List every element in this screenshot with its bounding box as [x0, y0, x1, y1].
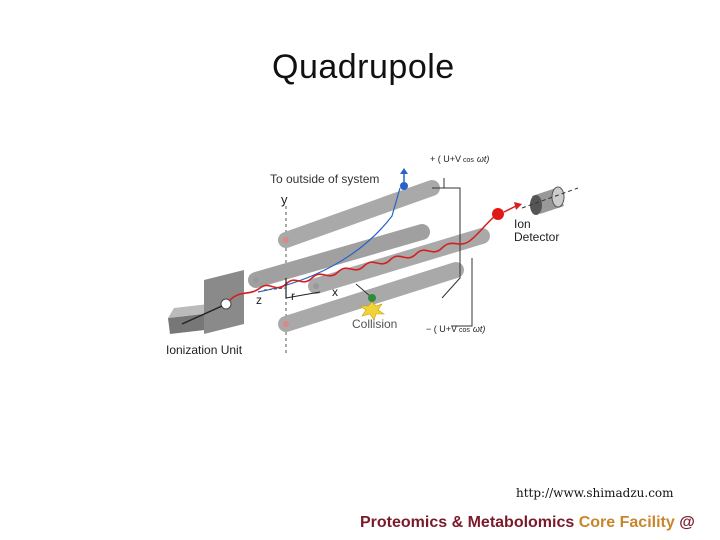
- axis-r-label: r: [291, 289, 295, 303]
- ion-trajectory: [229, 213, 499, 301]
- axis-y-label: y: [281, 192, 288, 207]
- rod-left: [248, 224, 430, 288]
- footer-part-2: Core Facility: [578, 514, 675, 531]
- collision-event: [355, 283, 385, 321]
- escaping-ion: [400, 182, 408, 190]
- slide-title: Quadrupole: [272, 48, 455, 86]
- collision-label: Collision: [352, 317, 397, 331]
- voltage-wiring: [432, 178, 473, 327]
- footer-part-3: @: [674, 514, 695, 531]
- footer-credit: Proteomics & Metabolomics Core Facility …: [360, 514, 695, 532]
- rod-top: [278, 180, 440, 248]
- detected-ion: [492, 208, 504, 220]
- source-url: http://www.shimadzu.com: [516, 486, 674, 500]
- ion-detector: [521, 186, 579, 215]
- ion-label: Ion: [514, 217, 531, 231]
- to-outside-label: To outside of system: [270, 172, 379, 186]
- entrance-plate: [181, 270, 244, 334]
- rod-right: [308, 228, 490, 294]
- detector-label: Detector: [514, 230, 559, 244]
- ionization-unit-label: Ionization Unit: [166, 343, 243, 357]
- axis-x-label: x: [332, 285, 338, 299]
- footer-part-1: Proteomics & Metabolomics: [360, 514, 579, 531]
- axis-z-label: z: [256, 293, 262, 307]
